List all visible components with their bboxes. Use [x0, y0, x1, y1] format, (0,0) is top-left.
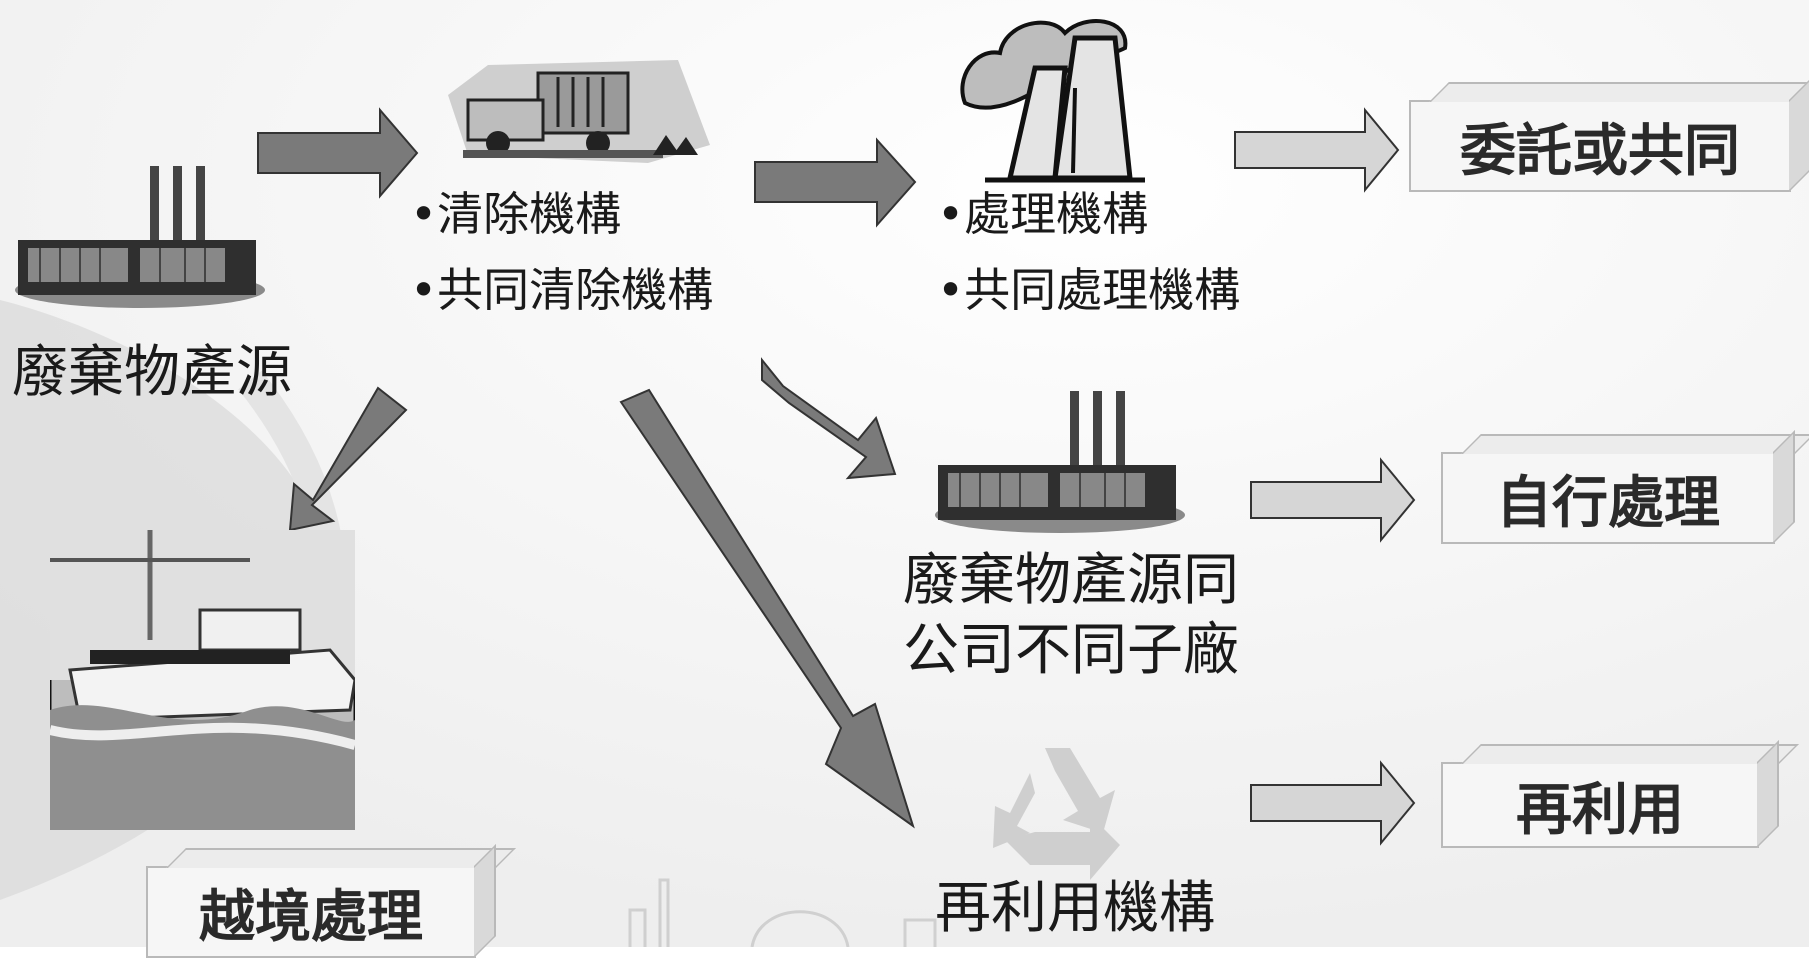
arrow-clearance-to-same-company [761, 357, 897, 480]
outcome-reuse-label: 再利用 [1516, 777, 1684, 843]
outcome-entrusted-label: 委託或共同 [1460, 118, 1740, 184]
recycle-icon [993, 748, 1120, 880]
outcome-reuse-box: 再利用 [1441, 762, 1759, 848]
arrow-clearance-to-treatment [754, 137, 917, 228]
ship-icon [50, 530, 355, 830]
arrow-to-entrusted [1234, 107, 1400, 193]
outcome-self-label: 自行處理 [1496, 470, 1720, 536]
clearance-bullets: 清除機構 共同清除機構 [410, 176, 713, 328]
same-company-label-line1: 廢棄物產源同 [903, 548, 1239, 613]
arrow-source-to-clearance [257, 107, 419, 199]
arrow-clearance-to-reuse [619, 388, 915, 829]
reuse-org-label: 再利用機構 [935, 876, 1215, 941]
arrow-to-self [1250, 457, 1416, 543]
treatment-bullet-1: 處理機構 [937, 176, 1240, 252]
cross-border-box: 越境處理 [146, 866, 476, 958]
truck-icon [448, 60, 710, 163]
treatment-bullet-2: 共同處理機構 [937, 252, 1240, 328]
arrow-to-reuse [1250, 760, 1416, 846]
arrow-source-to-cross-border [288, 386, 408, 532]
treatment-bullets: 處理機構 共同處理機構 [937, 176, 1240, 328]
clearance-bullet-2: 共同清除機構 [410, 252, 713, 328]
factory-icon [15, 166, 265, 308]
clearance-bullet-1: 清除機構 [410, 176, 713, 252]
factory-icon [935, 391, 1185, 533]
smokestack-icon [960, 19, 1145, 183]
source-label: 廢棄物產源 [12, 340, 292, 405]
outcome-entrusted-box: 委託或共同 [1409, 100, 1791, 192]
same-company-label-line2: 公司不同子廠 [903, 618, 1239, 683]
cross-border-label: 越境處理 [199, 884, 423, 950]
outcome-self-box: 自行處理 [1441, 452, 1775, 544]
